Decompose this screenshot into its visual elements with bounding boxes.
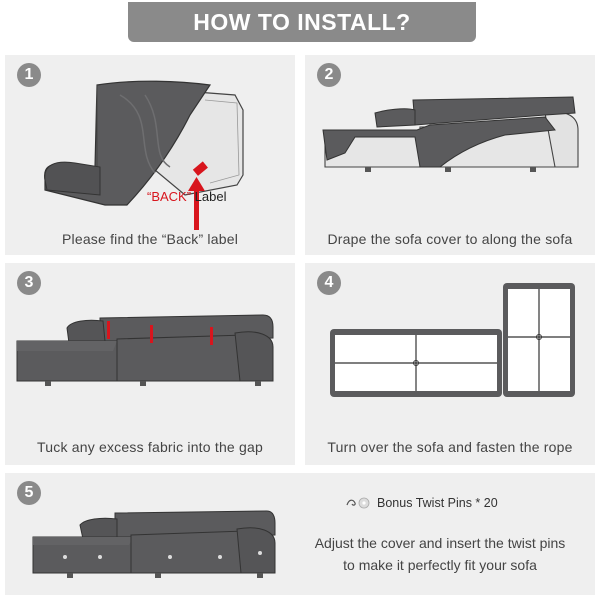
step-4-illustration [330, 283, 575, 397]
twist-pin-icon [346, 497, 370, 509]
bonus-text: Bonus Twist Pins * 20 [377, 496, 498, 510]
step-5-panel: 5 Bonus Twist Pins * 20 Adjust the [5, 473, 595, 595]
back-arrow-icon [188, 177, 205, 230]
step-number-badge: 4 [317, 271, 341, 295]
bonus-row: Bonus Twist Pins * 20 [345, 495, 498, 511]
step-number-badge: 3 [17, 271, 41, 295]
step-2-caption: Drape the sofa cover to along the sofa [327, 231, 573, 247]
step-2-panel: 2 Drape the sofa cover to along the sofa [305, 55, 595, 255]
step-number-badge: 5 [17, 481, 41, 505]
step-2-illustration [322, 96, 579, 172]
back-label-callout: “BACK” Label [147, 189, 226, 204]
step-3-illustration [16, 314, 274, 386]
step-5-caption-line-1: Adjust the cover and insert the twist pi… [314, 535, 566, 551]
step-number-badge: 2 [317, 63, 341, 87]
label-word: Label [191, 189, 227, 204]
back-quoted: “BACK” [147, 189, 192, 204]
step-3-caption: Tuck any excess fabric into the gap [37, 439, 263, 455]
step-1-caption: Please find the “Back” label [61, 231, 239, 247]
step-4-caption: Turn over the sofa and fasten the rope [327, 439, 573, 455]
step-5-text-area: Bonus Twist Pins * 20 Adjust the cover a… [290, 473, 590, 595]
step-3-panel: 3 Tuck any excess fabric into the gap [5, 263, 295, 465]
step-5-illustration [32, 510, 276, 578]
step-4-panel: 4 Turn over the sofa and fasten the rope [305, 263, 595, 465]
step-1-illustration [44, 80, 244, 230]
step-number-badge: 1 [17, 63, 41, 87]
title-banner: HOW TO INSTALL? [128, 2, 476, 42]
step-5-caption-line-2: to make it perfectly fit your sofa [343, 557, 537, 573]
page-title: HOW TO INSTALL? [193, 8, 411, 35]
step-1-panel: 1 “BACK” Label Please find the “Back” la… [5, 55, 295, 255]
